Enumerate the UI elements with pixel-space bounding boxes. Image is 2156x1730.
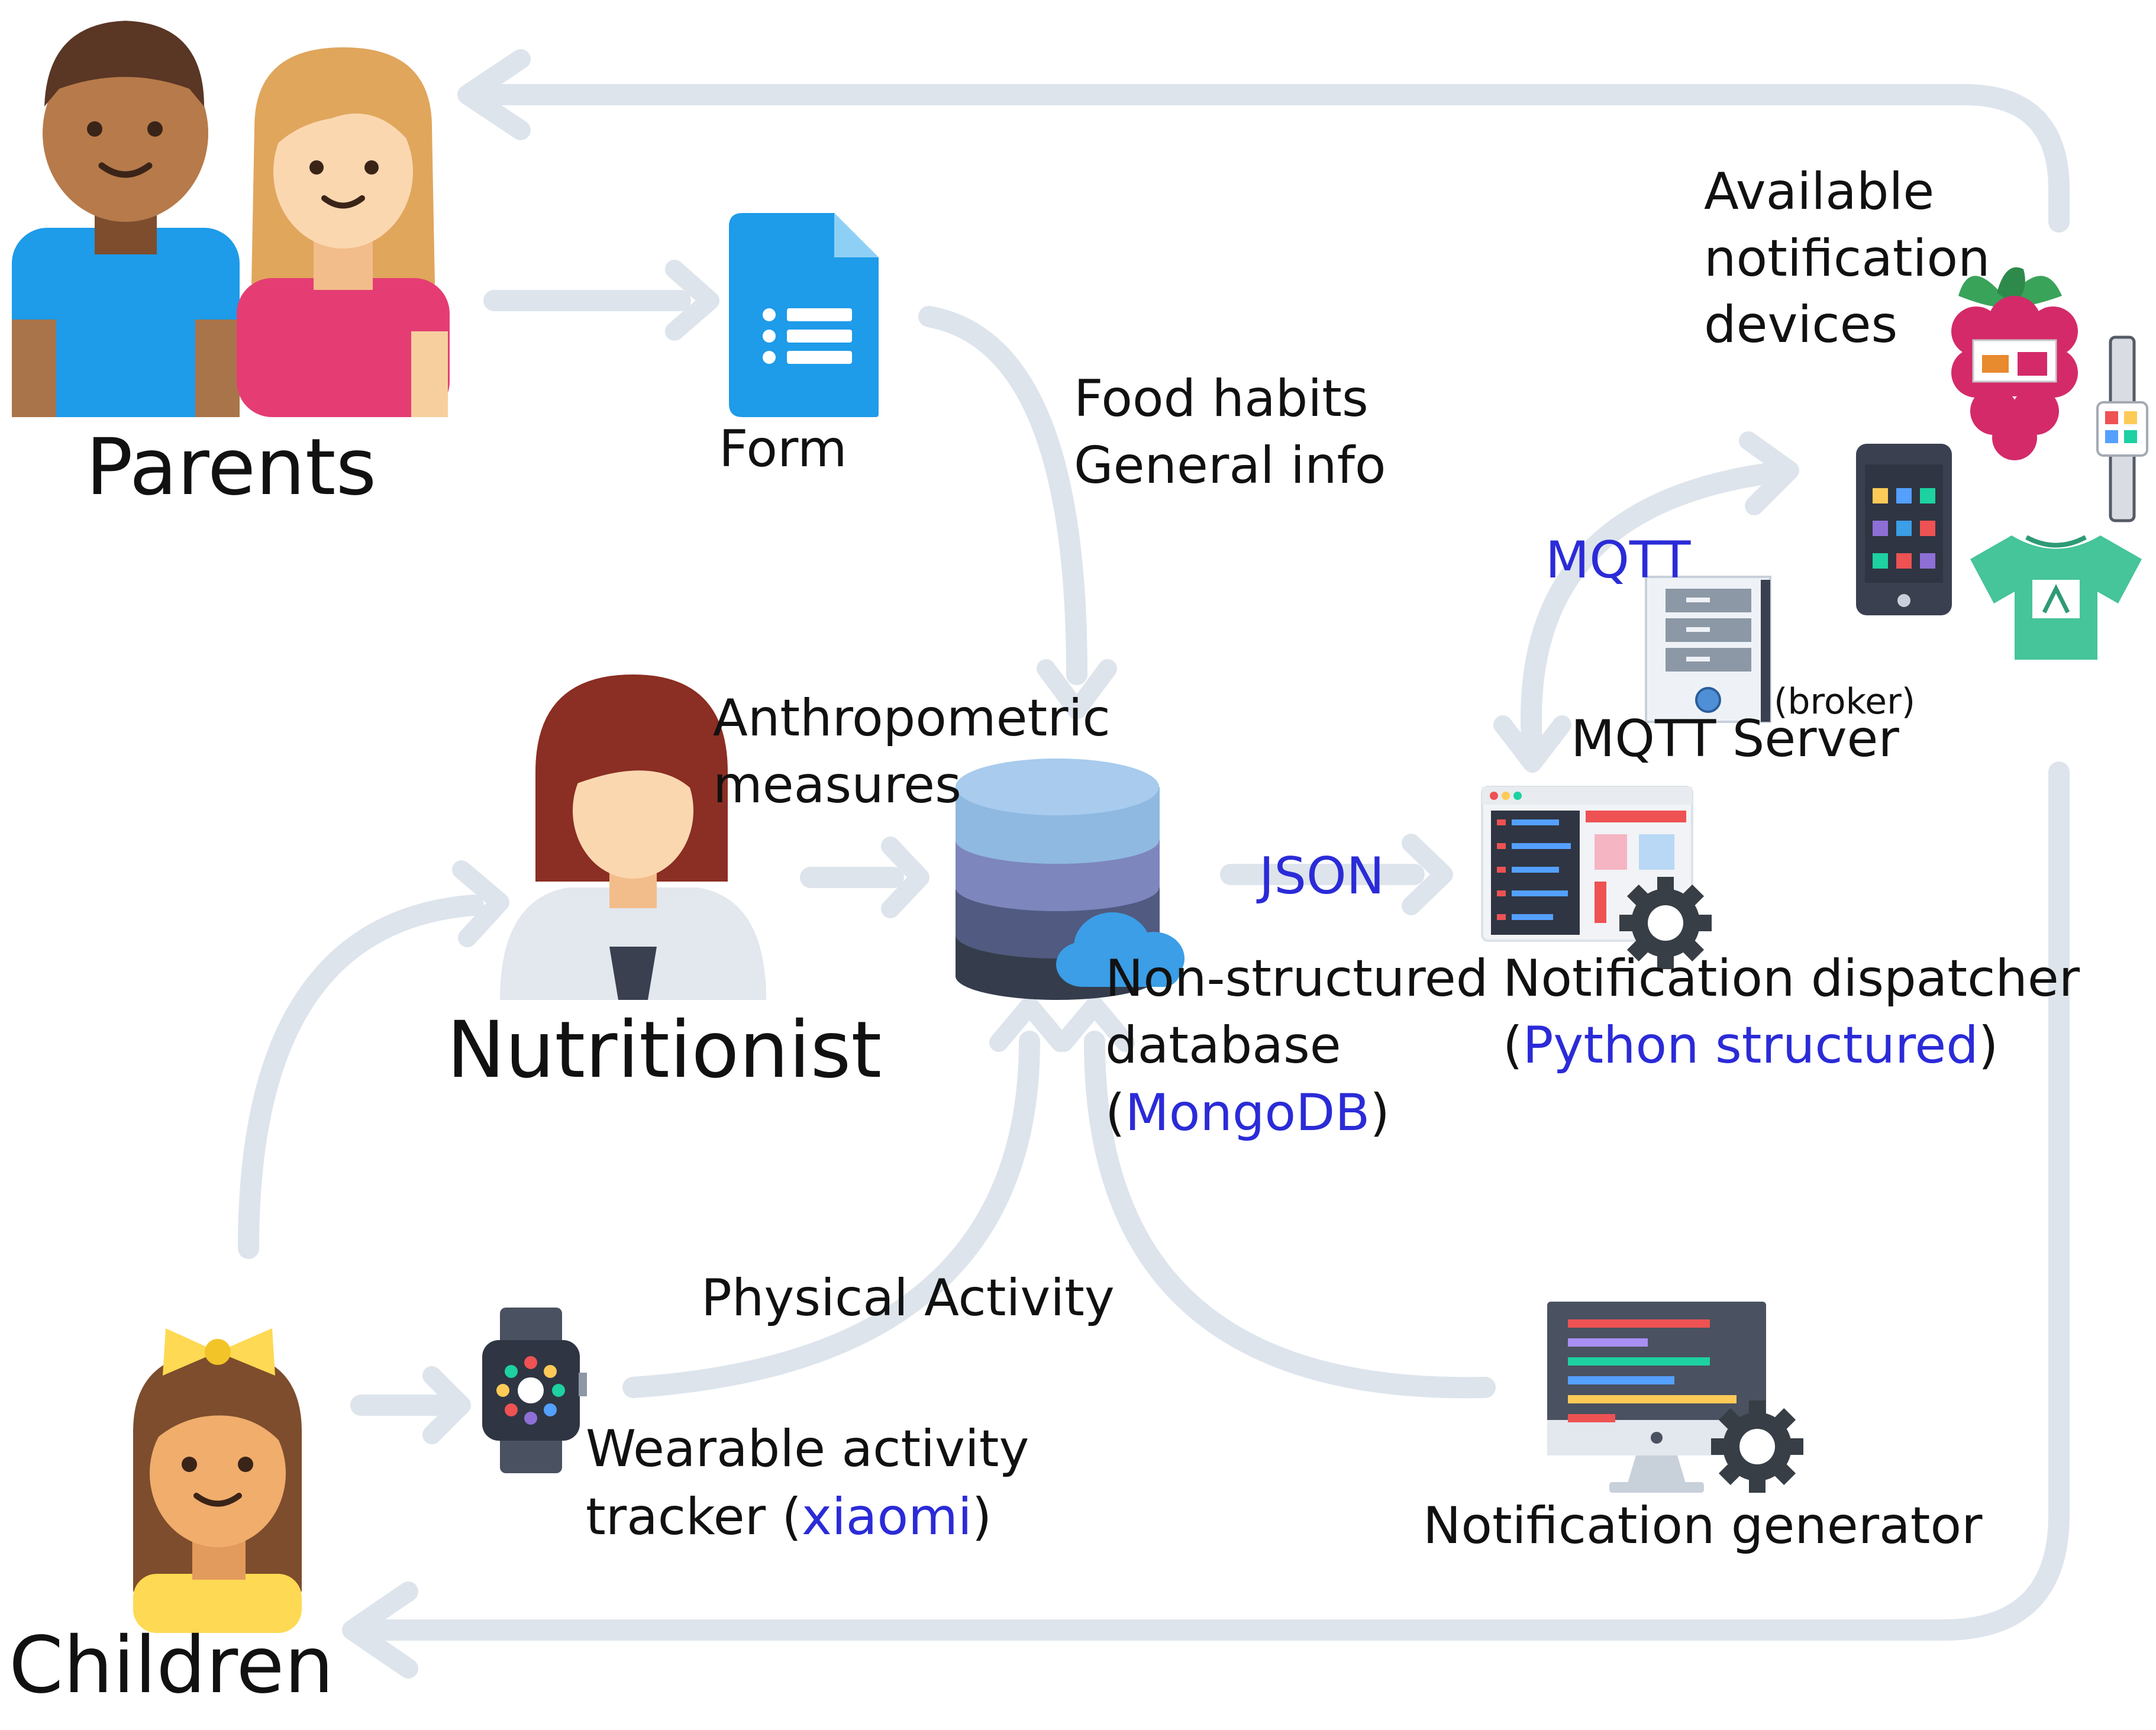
- nutritionist-icon: [500, 674, 766, 1000]
- label-nutritionist: Nutritionist: [447, 1005, 882, 1096]
- label-mqtt: MQTT: [1545, 531, 1691, 590]
- arrow-db-dispatcher-head: [1402, 834, 1453, 915]
- arrow-wearable-db-head: [989, 996, 1070, 1052]
- label-physical-activity: Physical Activity: [701, 1269, 1115, 1328]
- label-database: database: [1105, 1016, 1341, 1075]
- label-tracker-line: tracker (xiaomi): [586, 1488, 992, 1547]
- server-icon: [1645, 576, 1771, 723]
- smart-band-icon: [2096, 335, 2148, 522]
- label-json: JSON: [1259, 847, 1384, 906]
- father-icon: [12, 21, 240, 417]
- form-document-icon: [729, 213, 879, 417]
- smart-tshirt-icon: [1970, 535, 2142, 660]
- label-food-habits: Food habits: [1074, 369, 1369, 428]
- label-tracker: tracker: [586, 1487, 766, 1547]
- gear-icon: [1619, 877, 1712, 969]
- arrow-generator-to-db: [1084, 1031, 1496, 1399]
- label-broker: (broker): [1774, 681, 1916, 722]
- smartwatch-icon: [482, 1308, 587, 1473]
- arrow-mqtt-down-head: [1493, 715, 1571, 773]
- arrow-devices-to-parents: [475, 84, 2070, 233]
- label-parents: Parents: [86, 422, 377, 513]
- paren-open-python: (: [1503, 1016, 1523, 1075]
- mother-icon: [237, 47, 450, 417]
- label-mongodb-line: (MongoDB): [1105, 1084, 1390, 1142]
- paren-close-xiaomi: ): [972, 1487, 992, 1547]
- arrow-form-head: [665, 260, 719, 341]
- label-general-info: General info: [1074, 436, 1386, 495]
- arrow-form-to-db: [918, 306, 1087, 685]
- cloud-icon: [1056, 912, 1184, 987]
- label-mongodb: MongoDB: [1125, 1083, 1370, 1142]
- label-children: Children: [9, 1620, 334, 1711]
- raspberry-pi-icon: [1951, 267, 2078, 460]
- arrow-form-db-head: [1037, 659, 1117, 719]
- label-form: Form: [719, 419, 847, 479]
- arrow-children-nutritionist-head: [452, 860, 509, 947]
- label-anthropometric: Anthropometric: [713, 689, 1111, 748]
- smartphone-icon: [1856, 444, 1952, 615]
- paren-close-python: ): [1978, 1016, 1999, 1075]
- label-notification-dispatcher: Notification dispatcher: [1503, 949, 2080, 1008]
- label-available: Available: [1704, 162, 1935, 221]
- gear-icon-generator: [1711, 1400, 1803, 1493]
- arrow-wearable-to-db: [622, 1031, 1040, 1398]
- flow-arrows: [238, 49, 2070, 1679]
- paren-open: (: [1105, 1083, 1125, 1142]
- label-mqtt-server: MQTT Server: [1571, 709, 1899, 769]
- label-wearable: Wearable activity: [586, 1419, 1029, 1479]
- label-python-line: (Python structured): [1503, 1016, 1998, 1075]
- monitor-code-icon: [1547, 1302, 1766, 1493]
- arrow-nutritionist-db-head: [881, 837, 929, 918]
- label-measures: measures: [713, 756, 961, 815]
- paren-open-xiaomi: (: [782, 1487, 802, 1547]
- label-notification-generator: Notification generator: [1423, 1496, 1983, 1555]
- label-python-structured: Python structured: [1522, 1016, 1979, 1075]
- paren-close: ): [1370, 1083, 1390, 1142]
- arrow-generator-db-head: [1054, 996, 1135, 1052]
- arrow-mqtt-loop: [1521, 463, 1780, 759]
- arrow-devices-to-children: [368, 761, 2070, 1641]
- label-non-structured: Non-structured: [1105, 949, 1489, 1008]
- label-xiaomi: xiaomi: [801, 1487, 972, 1547]
- arrow-parents-head: [457, 49, 531, 140]
- arrow-children-to-nutritionist: [238, 895, 484, 1259]
- label-devices: devices: [1704, 295, 1898, 354]
- arrow-mqtt-up-head: [1739, 431, 1799, 515]
- label-notification: notification: [1704, 229, 1990, 288]
- arrow-wearable-head: [422, 1366, 471, 1444]
- child-girl-icon: [133, 1328, 302, 1633]
- arrow-children-head: [342, 1581, 418, 1679]
